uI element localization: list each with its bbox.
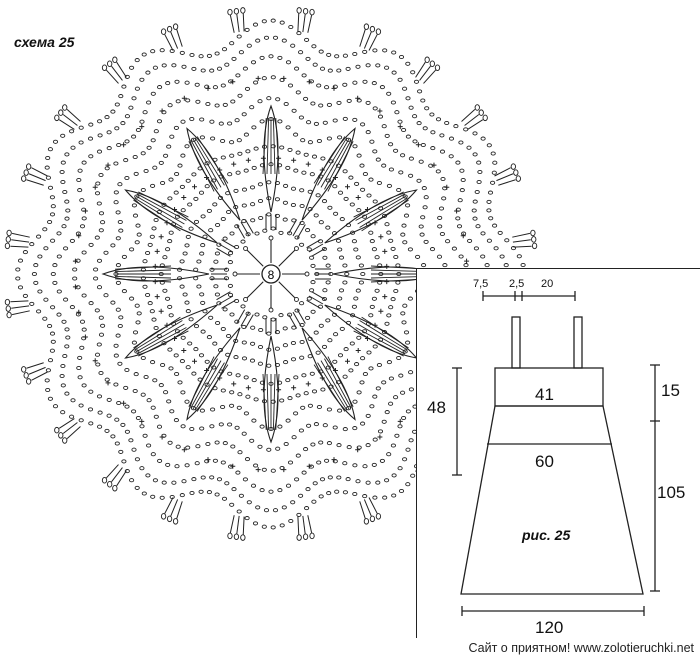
chart-center-ring bbox=[261, 264, 281, 284]
hem-width-label: 120 bbox=[535, 618, 564, 637]
site-footer: Сайт о приятном! www.zolotieruchki.net bbox=[406, 638, 700, 662]
strap-dimension-1: 7,5 bbox=[473, 278, 489, 290]
footer-credit[interactable]: Сайт о приятном! www.zolotieruchki.net bbox=[468, 641, 694, 655]
skirt bbox=[460, 405, 644, 595]
chart-title: схема 25 bbox=[14, 34, 75, 50]
figure-label: рис. 25 bbox=[522, 527, 571, 543]
bodice-width-label: 41 bbox=[535, 385, 554, 404]
left-strap bbox=[511, 316, 521, 369]
waist-width-label: 60 bbox=[535, 452, 554, 471]
right-strap bbox=[573, 316, 583, 369]
skirt-height-label: 105 bbox=[657, 483, 686, 502]
total-height-label: 48 bbox=[427, 398, 446, 417]
strap-dimension-3: 20 bbox=[541, 278, 554, 290]
bodice-height-label: 15 bbox=[661, 381, 680, 400]
chart-center-number: 8 bbox=[268, 268, 275, 282]
dress-schematic-panel: 7,5 2,5 20 41 60 48 15 105 рис. 25 120 bbox=[416, 268, 700, 648]
strap-dimension-2: 2,5 bbox=[509, 278, 525, 290]
dress-schematic bbox=[452, 291, 660, 616]
